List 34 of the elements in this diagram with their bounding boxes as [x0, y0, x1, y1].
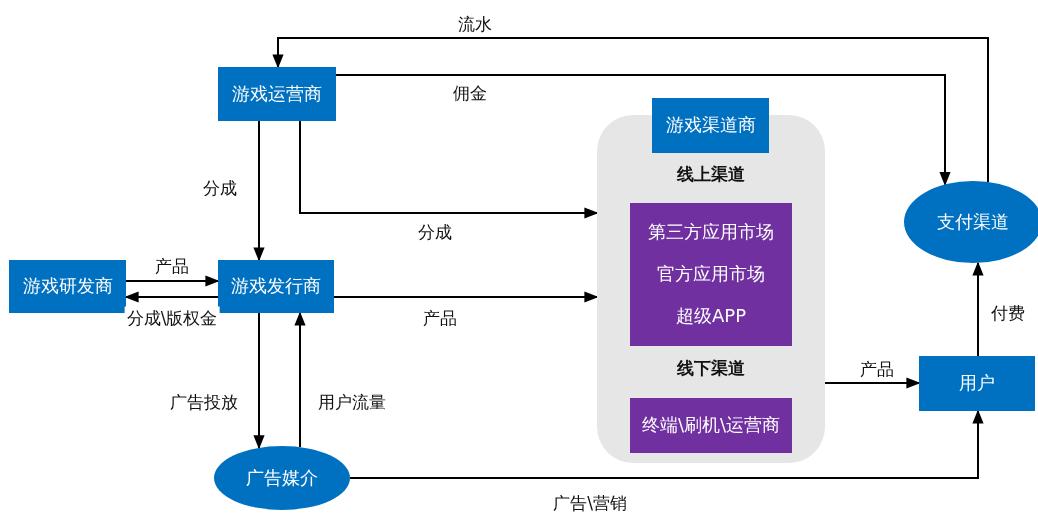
actor-ellipse: 支付渠道 — [904, 181, 1038, 263]
arrow — [294, 311, 306, 449]
actor-box: 用户 — [919, 356, 1035, 411]
edge-label: 广告\营销 — [551, 491, 629, 515]
actor-box: 游戏渠道商 — [652, 98, 769, 153]
edge-label: 分成\版权金 — [124, 306, 220, 330]
arrow — [253, 312, 265, 450]
actor-box: 游戏发行商 — [218, 260, 334, 313]
arrow — [972, 261, 984, 357]
list-item: 官方应用市场 — [657, 264, 765, 285]
arrow — [253, 120, 265, 262]
section-heading: 线下渠道 — [677, 359, 745, 379]
actor-box: 游戏研发商 — [9, 260, 126, 313]
channel-panel — [597, 115, 825, 463]
edge-label: 产品 — [153, 254, 191, 278]
actor-ellipse: 广告媒介 — [214, 446, 350, 510]
arrow — [272, 37, 989, 183]
edge-label: 产品 — [421, 306, 459, 330]
actor-box: 游戏运营商 — [218, 67, 336, 121]
arrow — [335, 74, 951, 186]
arrow — [299, 120, 599, 219]
section-heading: 线上渠道 — [677, 165, 745, 185]
list-item: 超级APP — [676, 306, 746, 328]
arrow — [824, 377, 921, 389]
edge-label: 用户流量 — [316, 390, 388, 414]
list-item: 第三方应用市场 — [648, 221, 774, 243]
edge-label: 产品 — [858, 357, 896, 381]
edge-label: 流水 — [456, 12, 494, 36]
arrow — [349, 409, 984, 479]
edge-label: 广告投放 — [168, 390, 240, 414]
arrow — [125, 275, 220, 287]
channel-box: 终端\刷机\运营商 — [630, 398, 792, 453]
channel-box — [630, 203, 792, 346]
arrow — [333, 291, 599, 303]
